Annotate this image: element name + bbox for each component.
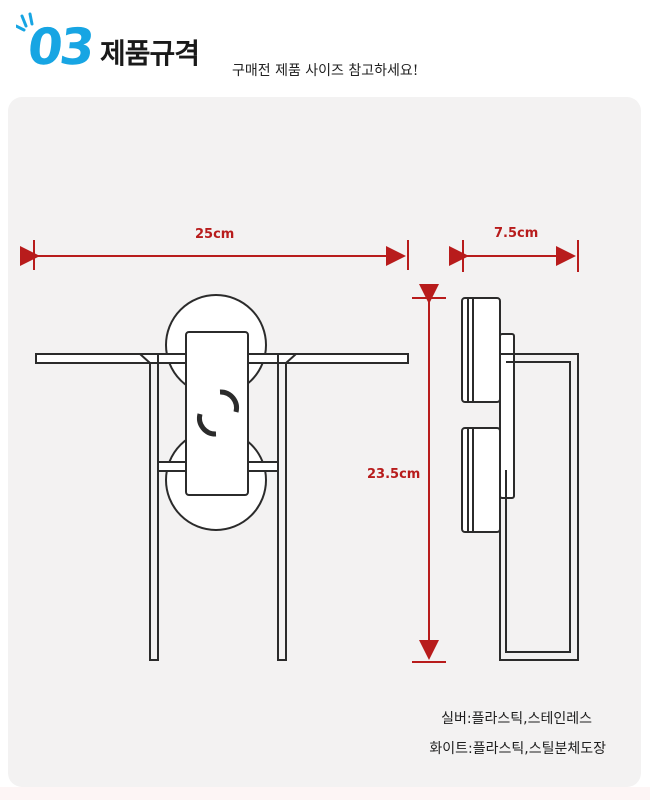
section-subtitle: 구매전 제품 사이즈 참고하세요! xyxy=(232,63,419,79)
side-view-rack xyxy=(461,297,579,661)
depth-dimension xyxy=(449,240,579,272)
section-title: 제품규격 xyxy=(100,37,200,70)
front-view-rack xyxy=(35,294,409,661)
height-dimension xyxy=(412,284,446,663)
width-label: 25cm xyxy=(195,227,235,242)
material-white: 화이트:플라스틱,스틸분체도장 xyxy=(429,741,606,757)
height-label: 23.5cm xyxy=(367,467,421,482)
bottom-strip xyxy=(0,787,650,800)
width-dimension xyxy=(20,240,409,270)
spec-panel xyxy=(8,97,641,787)
depth-label: 7.5cm xyxy=(494,226,539,241)
sparkle-icon xyxy=(16,12,34,32)
material-silver: 실버:플라스틱,스테인레스 xyxy=(441,711,592,727)
section-header: 03 제품규격 구매전 제품 사이즈 참고하세요! xyxy=(0,0,650,95)
